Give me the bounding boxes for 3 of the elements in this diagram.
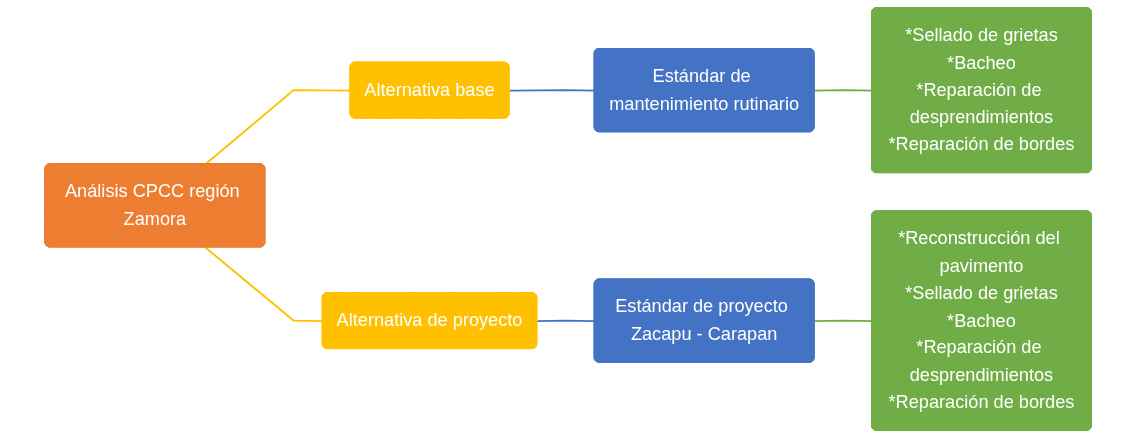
connector xyxy=(204,246,324,323)
connector xyxy=(813,319,873,323)
connector xyxy=(813,89,873,92)
